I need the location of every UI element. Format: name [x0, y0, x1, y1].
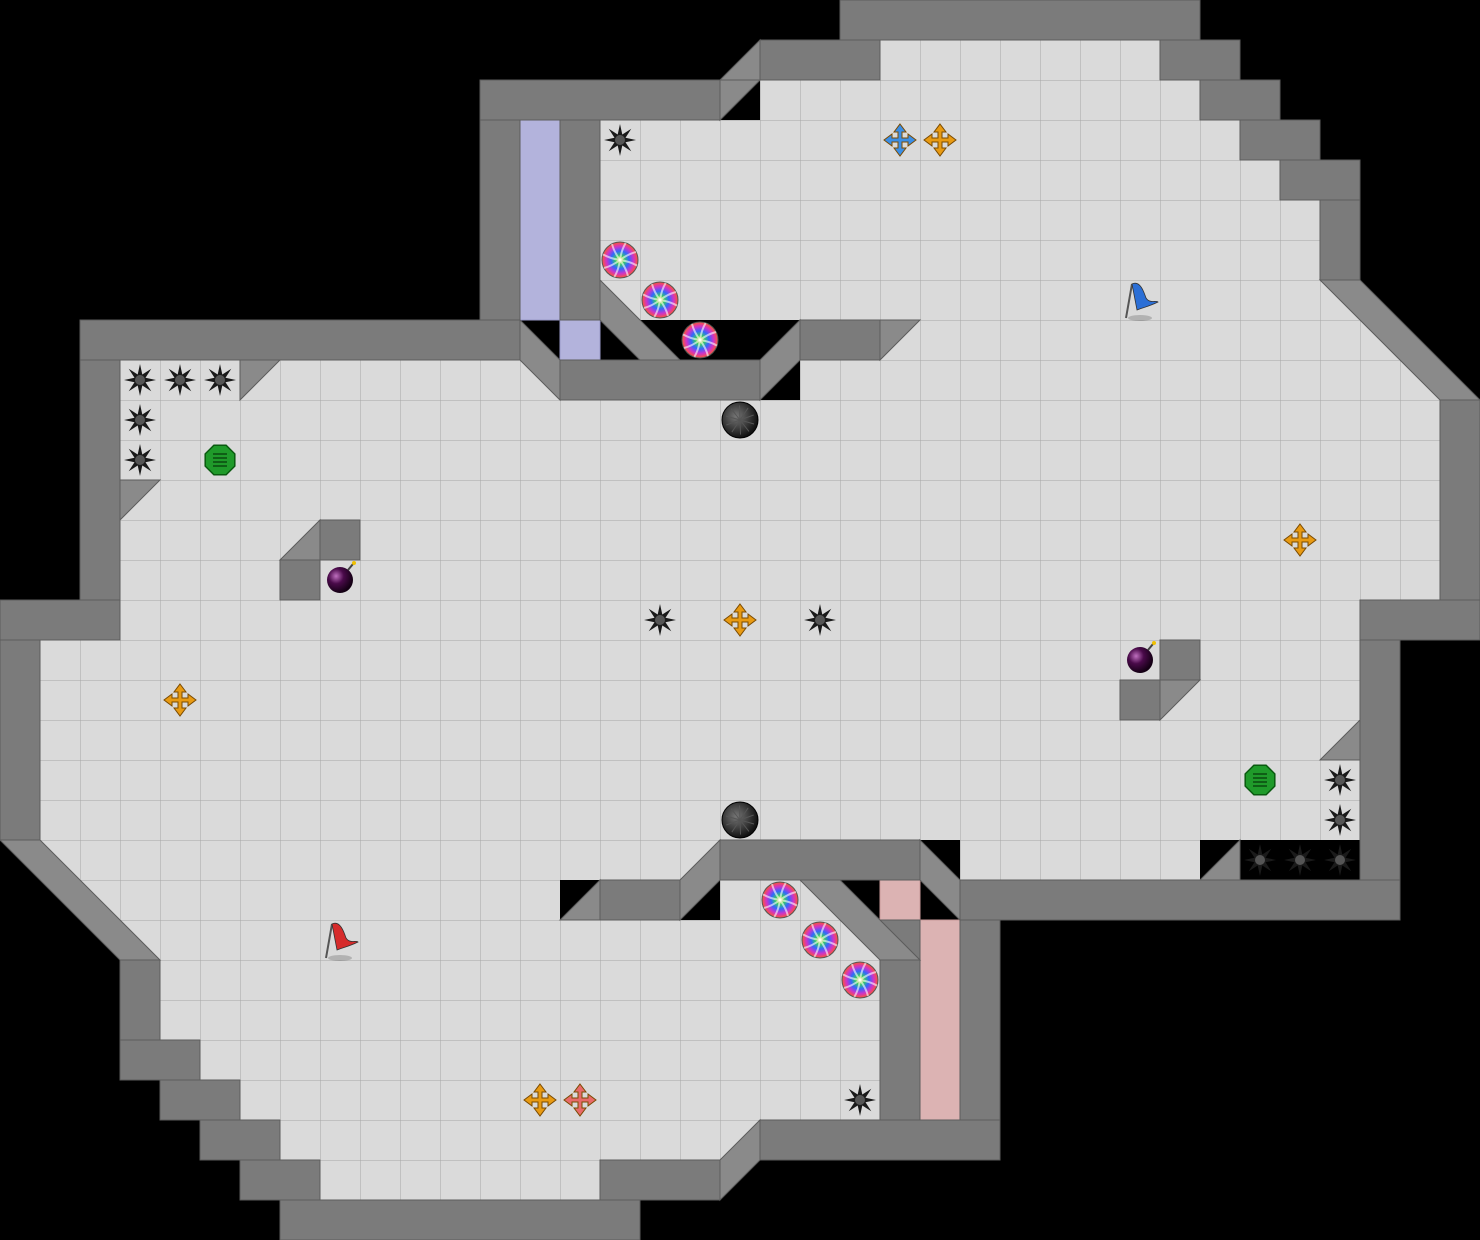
boost-icon — [163, 683, 197, 717]
spike-icon — [124, 404, 156, 436]
spike-icon — [604, 124, 636, 156]
boost-icon — [523, 1083, 557, 1117]
powerup-icon — [204, 444, 236, 476]
spike-icon — [804, 604, 836, 636]
spike-icon — [844, 1084, 876, 1116]
bomb-icon — [1127, 641, 1156, 673]
portal-icon — [601, 241, 639, 279]
floor — [40, 40, 1440, 1200]
spike-icon — [1244, 844, 1276, 876]
red-boost-icon — [563, 1083, 597, 1117]
map-objects — [124, 123, 1356, 1117]
blue-zone — [519, 119, 601, 361]
portal-icon — [841, 961, 879, 999]
spike-icon — [124, 364, 156, 396]
spike-icon — [1324, 764, 1356, 796]
boost-icon — [723, 603, 757, 637]
portal-icon — [801, 921, 839, 959]
boost-icon — [923, 123, 957, 157]
portal-icon — [641, 281, 679, 319]
button-icon — [721, 401, 759, 439]
spike-icon — [644, 604, 676, 636]
powerup-icon — [1244, 764, 1276, 796]
spike-icon — [204, 364, 236, 396]
red-zone — [879, 879, 961, 1121]
spike-icon — [164, 364, 196, 396]
boost-icon — [1283, 523, 1317, 557]
spike-icon — [1324, 804, 1356, 836]
blue-boost-icon — [883, 123, 917, 157]
bomb-icon — [327, 561, 356, 593]
button-icon — [721, 801, 759, 839]
red-flag-icon — [325, 922, 359, 961]
blue-flag-icon — [1125, 282, 1159, 321]
portal-icon — [761, 881, 799, 919]
portal-icon — [681, 321, 719, 359]
spike-icon — [1324, 844, 1356, 876]
spike-icon — [124, 444, 156, 476]
spike-icon — [1284, 844, 1316, 876]
